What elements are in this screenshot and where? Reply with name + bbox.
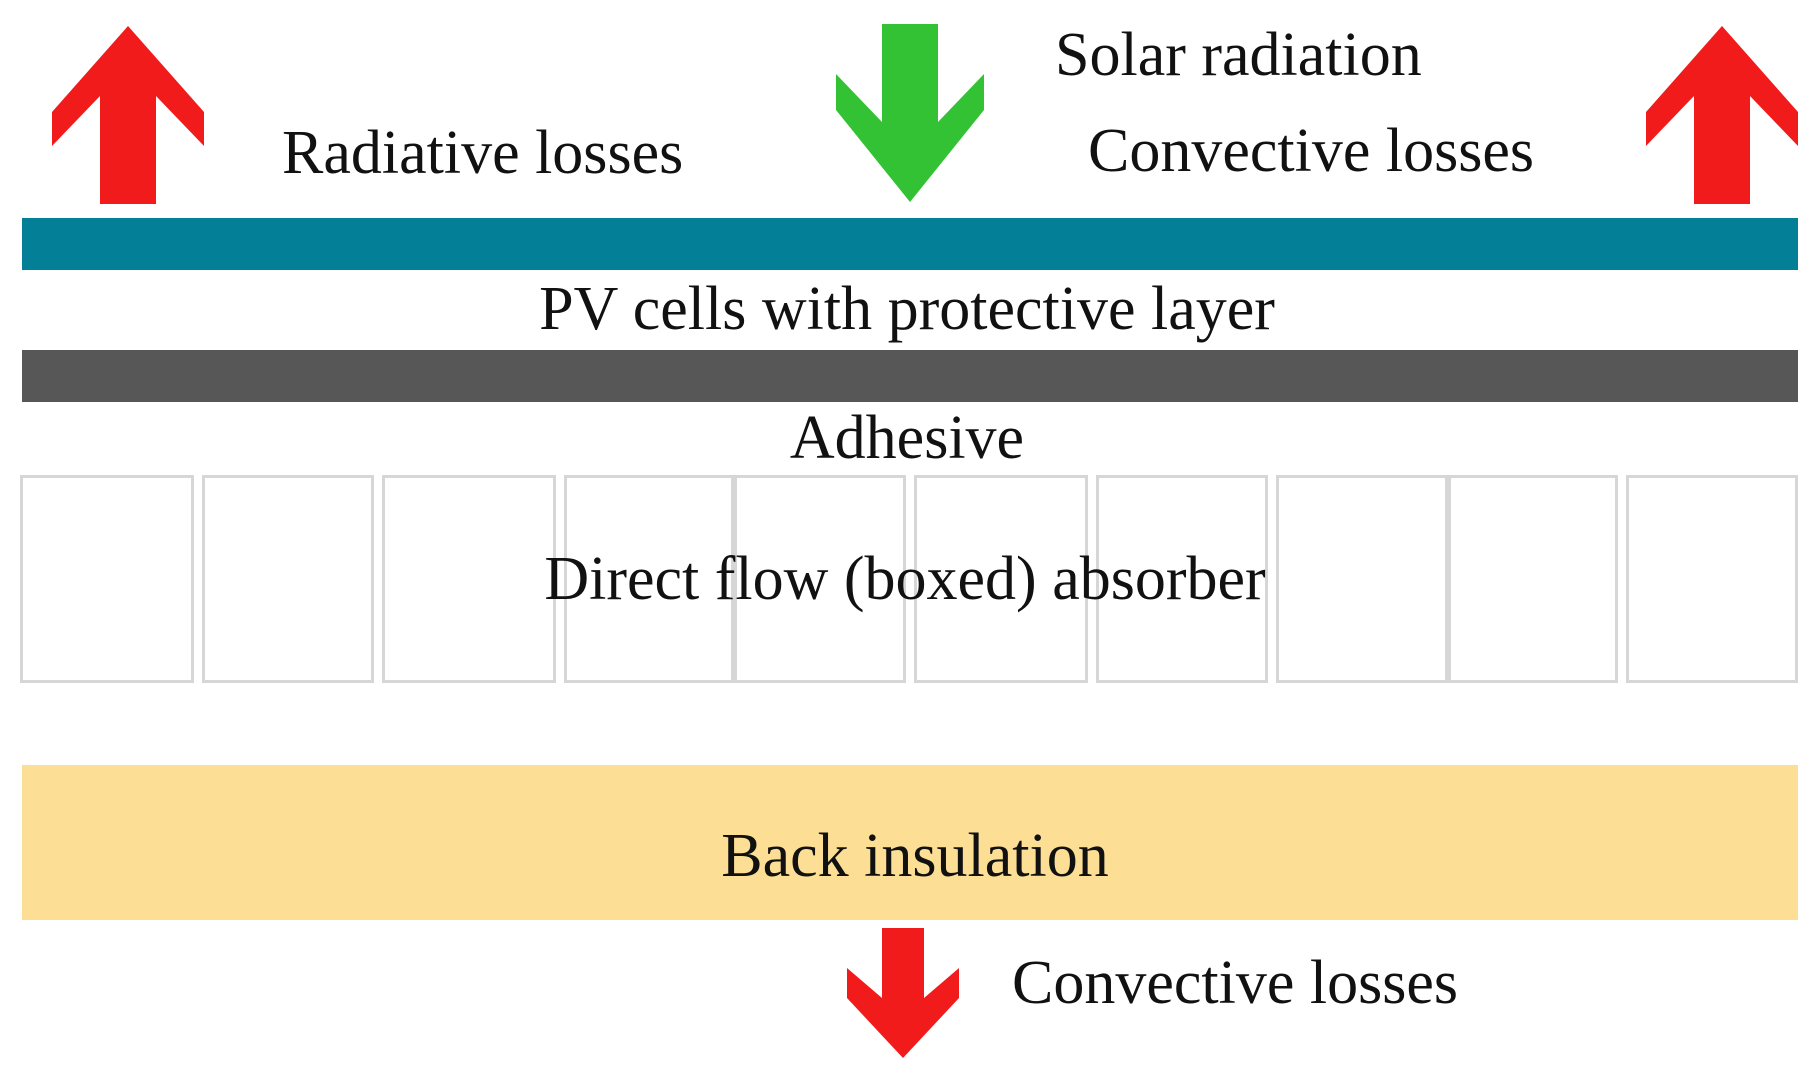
arrow-shape [1646, 26, 1798, 204]
arrow-shape [847, 928, 959, 1058]
arrow-down-icon [847, 928, 959, 1058]
arrow-shape [836, 24, 984, 202]
absorber-channel [1276, 475, 1448, 683]
arrow-down-icon [836, 24, 984, 202]
pv-layer-bar [22, 218, 1798, 270]
absorber-channel [1096, 475, 1268, 683]
absorber-channels [20, 475, 1800, 690]
absorber-channel [914, 475, 1088, 683]
absorber-channel [734, 475, 906, 683]
absorber-label: Direct flow (boxed) absorber [544, 545, 1266, 613]
radiative-loss-arrow-up-icon [52, 26, 204, 204]
absorber-channel [564, 475, 734, 683]
solar-radiation-label: Solar radiation [1055, 21, 1422, 89]
convective-loss-arrow-up-icon [1646, 26, 1798, 204]
absorber-channel [1626, 475, 1798, 683]
solar-radiation-arrow-down-icon [836, 24, 984, 202]
back-insulation-label: Back insulation [721, 822, 1109, 890]
back-insulation-bar [22, 765, 1798, 920]
adhesive-bar [22, 350, 1798, 402]
pv-layer-label: PV cells with protective layer [539, 275, 1275, 343]
radiative-losses-label: Radiative losses [282, 119, 684, 187]
arrow-shape [52, 26, 204, 204]
arrow-up-icon [1646, 26, 1798, 204]
arrow-up-icon [52, 26, 204, 204]
convective-losses-top-label: Convective losses [1088, 117, 1534, 185]
absorber-channel [1448, 475, 1618, 683]
convective-loss-arrow-down-icon [847, 928, 959, 1058]
absorber-channel [20, 475, 194, 683]
absorber-channel [202, 475, 374, 683]
absorber-channel [382, 475, 556, 683]
convective-losses-bottom-label: Convective losses [1012, 949, 1458, 1017]
adhesive-label: Adhesive [789, 404, 1025, 472]
